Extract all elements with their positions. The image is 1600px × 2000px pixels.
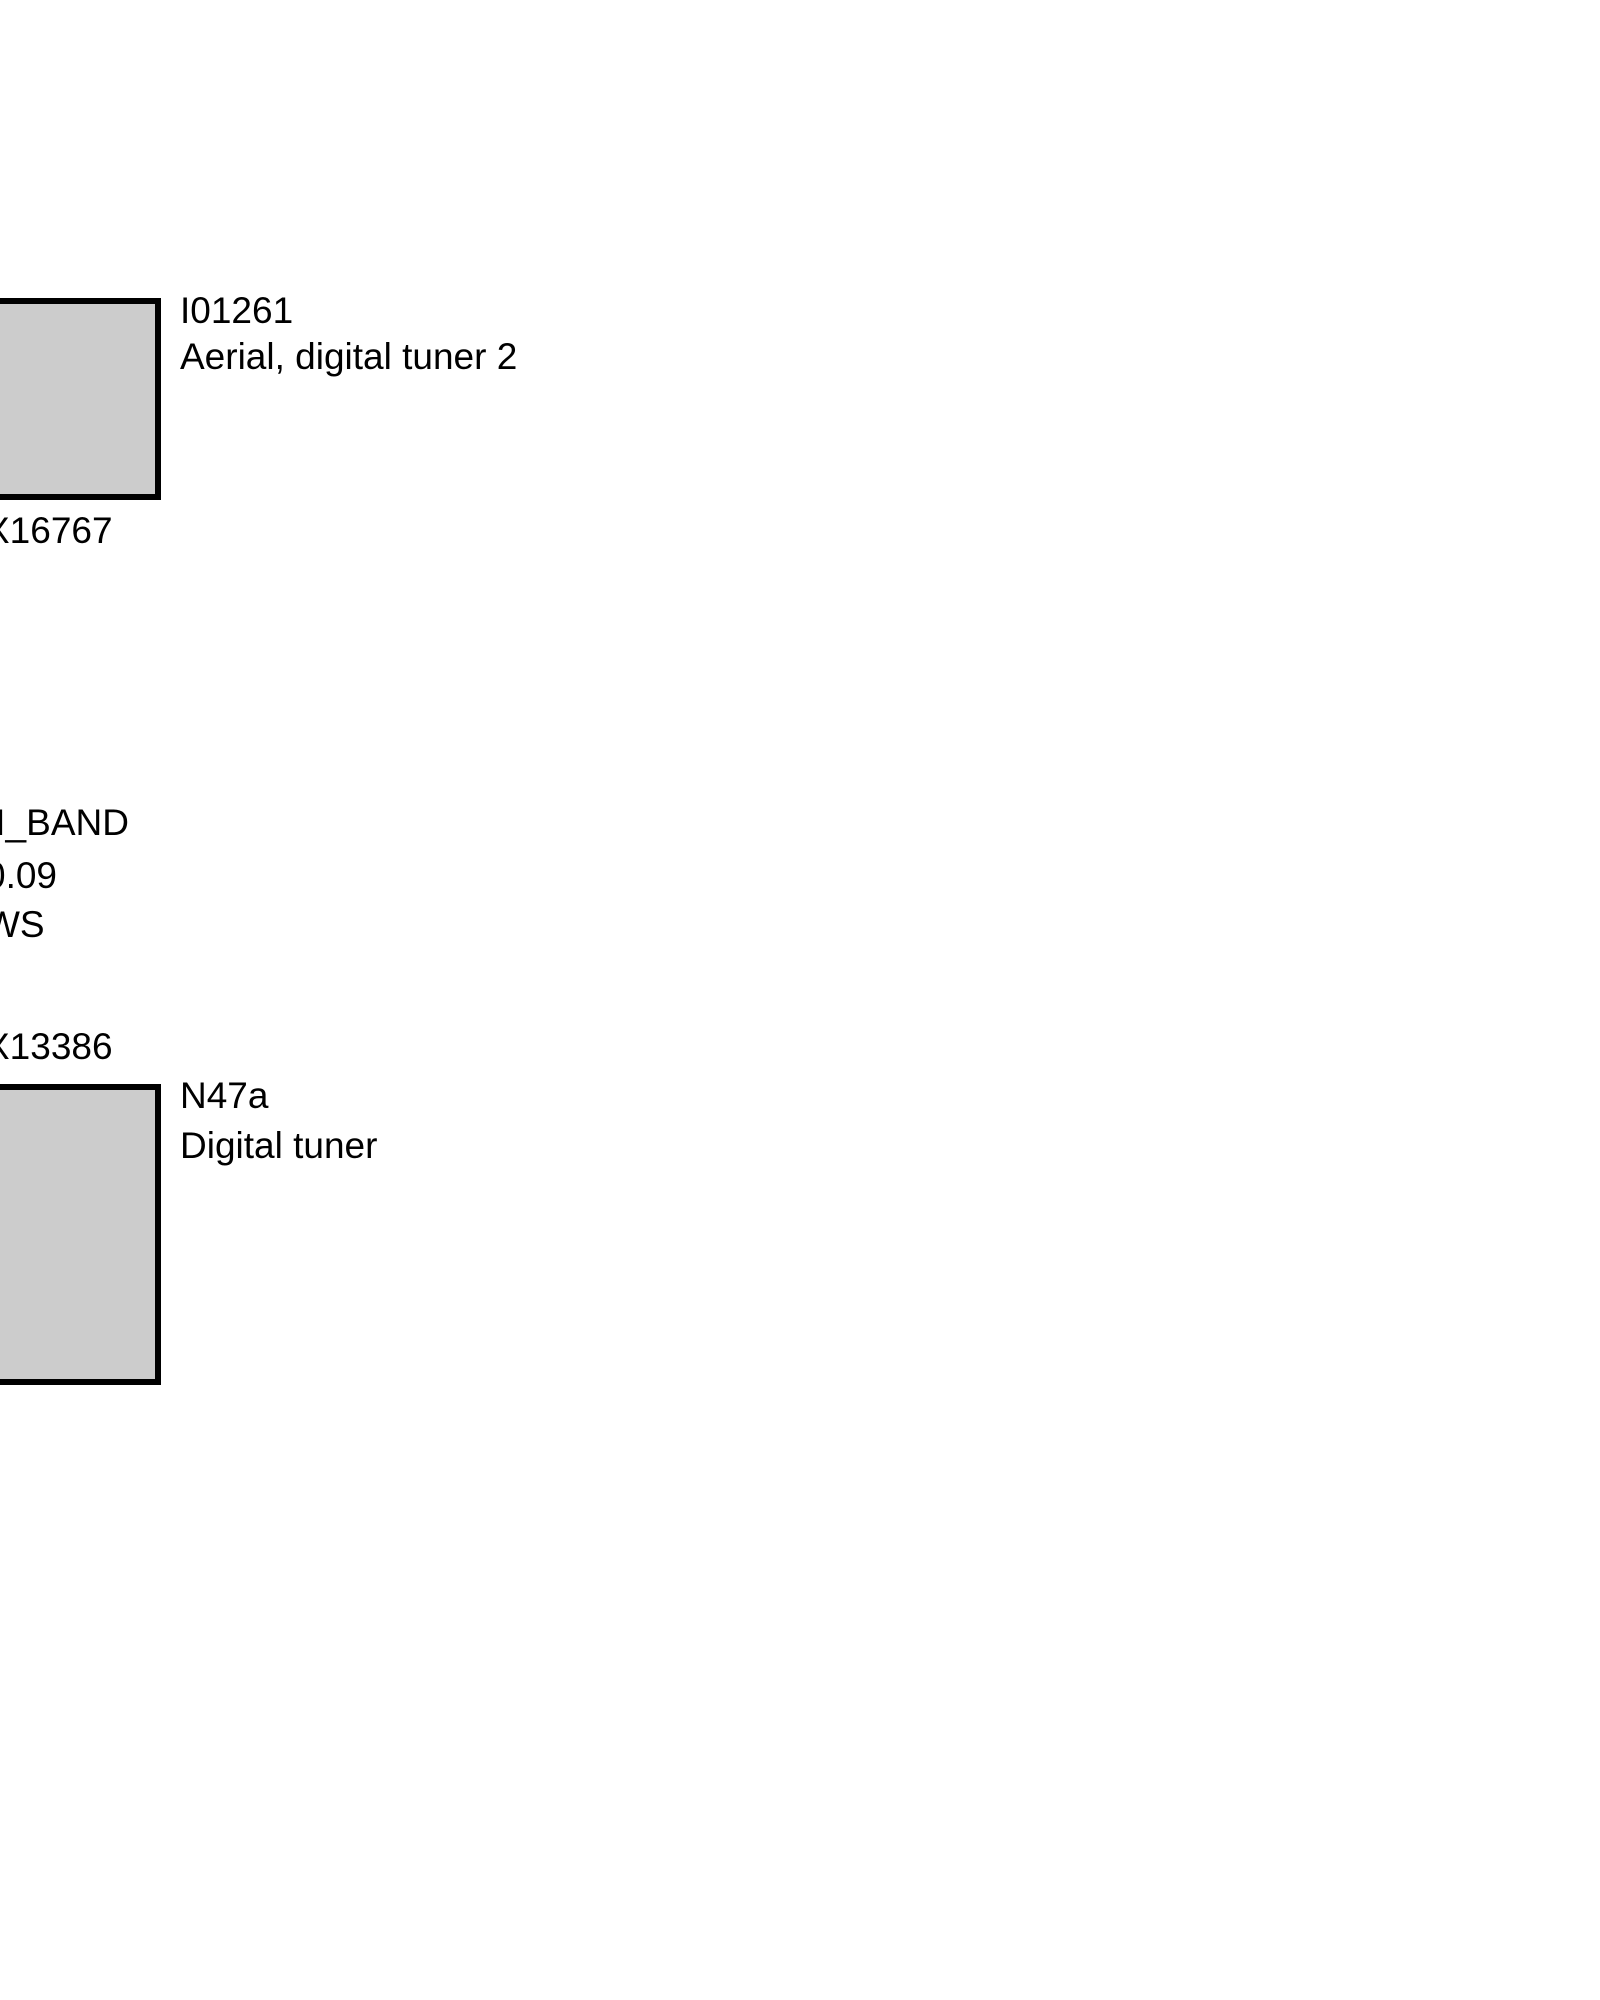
digital-tuner-box[interactable] (0, 1084, 161, 1385)
aerial-connector-id: I01261 (180, 290, 294, 331)
tuner-wire-code: X13386 (0, 1026, 113, 1067)
digital-tuner-description: Digital tuner (180, 1125, 378, 1166)
wire-color-code-label: WS (0, 904, 45, 945)
wire-band-label: II_BAND (0, 802, 129, 843)
wire-cross-section-label: 0.09 (0, 855, 58, 896)
aerial-connector-description: Aerial, digital tuner 2 (180, 336, 518, 377)
aerial-connector-box[interactable] (0, 298, 161, 500)
aerial-wire-code: X16767 (0, 510, 113, 551)
digital-tuner-id: N47a (180, 1075, 269, 1116)
